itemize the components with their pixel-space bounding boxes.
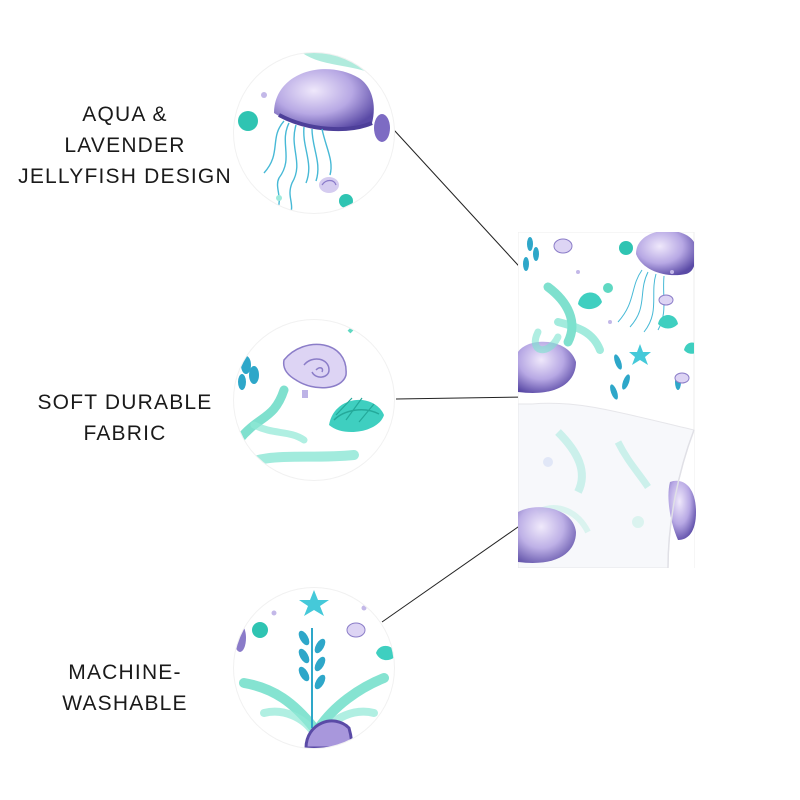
feature-label-line: WASHABLE — [62, 692, 188, 715]
detail-circle-jellyfish — [234, 53, 394, 213]
seashell-icon — [553, 238, 690, 384]
jellyfish-icon — [617, 232, 694, 333]
detail-circle-shells — [234, 320, 394, 480]
scallop-shell-icon — [376, 645, 394, 661]
towel-product-image — [518, 232, 702, 568]
connector-line-3 — [381, 519, 529, 623]
jellyfish-icon — [518, 341, 576, 393]
seaweed-icon — [298, 628, 326, 728]
feature-label-design: AQUA & LAVENDER JELLYFISH DESIGN — [10, 99, 240, 192]
feature-label-washable: MACHINE- WASHABLE — [40, 657, 210, 719]
seaweed-icon — [531, 282, 604, 354]
bubble-icon — [339, 194, 353, 208]
feature-label-line: AQUA & — [82, 103, 168, 126]
connector-line-1 — [393, 129, 529, 277]
feature-label-fabric: SOFT DURABLE FABRIC — [20, 387, 230, 449]
feature-label-line: FABRIC — [83, 422, 167, 445]
feature-label-line: LAVENDER — [64, 134, 186, 157]
bubble-icon — [603, 283, 613, 293]
jellyfish-icon — [263, 69, 374, 213]
bubble-icon — [252, 622, 268, 638]
seashell-icon — [346, 622, 366, 638]
feature-label-line: SOFT DURABLE — [37, 391, 213, 414]
bubble-icon — [238, 111, 258, 131]
feature-label-line: JELLYFISH DESIGN — [18, 165, 232, 188]
detail-circle-starfish — [234, 588, 394, 748]
starfish-icon — [299, 590, 329, 616]
feature-label-line: MACHINE- — [68, 661, 182, 684]
scallop-shell-icon — [578, 292, 694, 354]
scallop-shell-icon — [329, 397, 384, 433]
connector-line-2 — [395, 396, 529, 400]
seashell-icon — [374, 114, 390, 142]
seaweed-icon — [238, 356, 259, 390]
seashell-icon — [282, 343, 347, 389]
starfish-icon — [629, 344, 651, 365]
bubble-icon — [619, 241, 633, 255]
jellyfish-icon — [518, 507, 576, 563]
seashell-icon — [319, 177, 339, 193]
seaweed-icon — [239, 673, 389, 737]
